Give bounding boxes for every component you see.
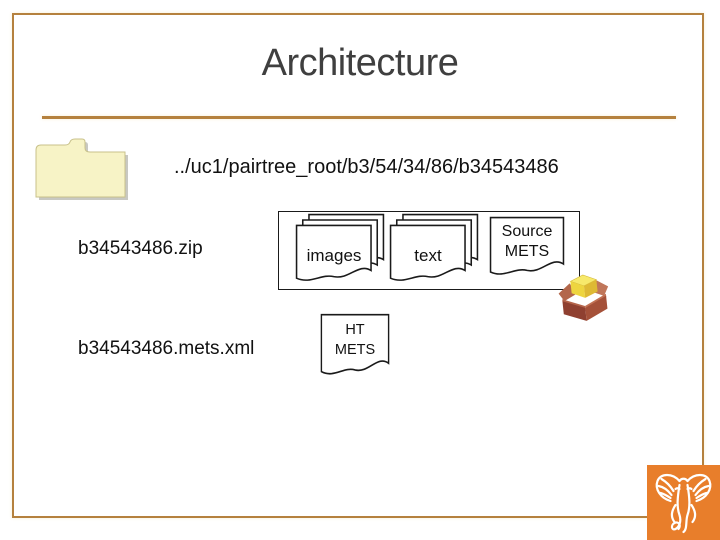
slide-border-frame	[12, 13, 704, 518]
text-document-stack: text	[389, 213, 479, 286]
mets-file-label: b34543486.mets.xml	[78, 338, 255, 359]
source-mets-document: Source METS	[489, 216, 565, 280]
open-cardboard-box-icon	[558, 274, 609, 321]
zip-file-label: b34543486.zip	[78, 238, 203, 259]
text-doc-label: text	[414, 246, 442, 265]
folder-icon	[35, 138, 128, 200]
pairtree-path-text: ../uc1/pairtree_root/b3/54/34/86/b345434…	[174, 156, 559, 178]
ht-mets-document: HT METS	[320, 313, 390, 380]
source-mets-label: Source METS	[501, 223, 553, 260]
images-doc-label: images	[306, 246, 362, 265]
page-title: Architecture	[261, 42, 459, 84]
hathitrust-elephant-logo	[647, 465, 720, 540]
title-divider	[42, 116, 676, 119]
zip-package-rect	[278, 211, 580, 290]
images-document-stack: images	[295, 213, 385, 286]
ht-mets-label: HT METS	[334, 322, 376, 358]
